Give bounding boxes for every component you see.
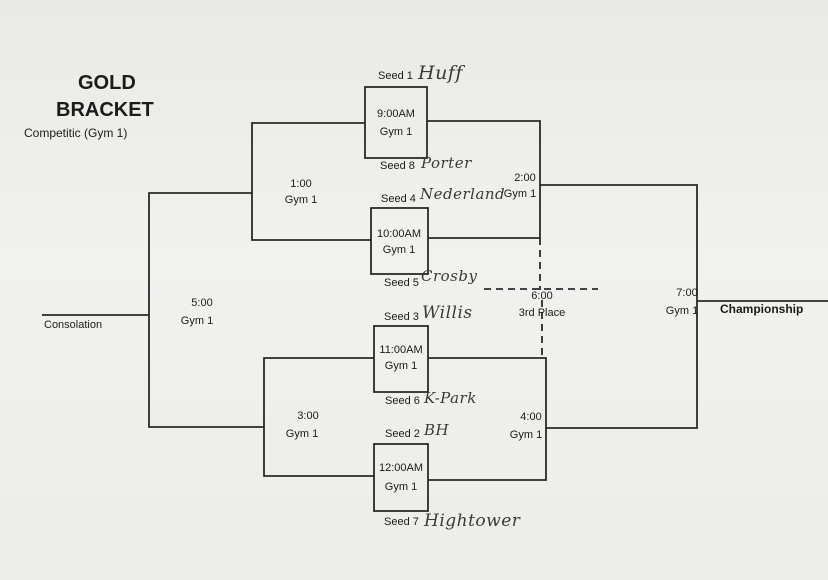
match-box-1: [364, 86, 428, 159]
game-7-time: 7:00: [676, 287, 698, 299]
seed-5-name: Crosby: [421, 267, 478, 285]
game-1-gym: Gym 1: [284, 194, 318, 206]
game-3-gym: Gym 1: [285, 428, 319, 440]
seed-4-label: Seed 4: [381, 193, 416, 205]
game-1-time: 1:00: [290, 178, 312, 190]
bracket-line-qf1: [251, 122, 371, 241]
bracket-line-r2: [428, 357, 547, 481]
game-5-time: 5:00: [191, 297, 213, 309]
seed-6-name: K-Park: [424, 389, 477, 407]
game-6-time: 6:00: [531, 290, 553, 302]
seed-7-name: Hightower: [424, 511, 521, 531]
game-5-gym: Gym 1: [180, 315, 214, 327]
seed-1-label: Seed 1: [378, 70, 413, 82]
match-box-3: [373, 325, 429, 393]
game-4-gym: Gym 1: [509, 429, 543, 441]
game-4-time: 4:00: [520, 411, 542, 423]
seed-8-label: Seed 8: [380, 160, 415, 172]
consolation-label: Consolation: [44, 319, 103, 331]
seed-1-name: Huff: [418, 62, 463, 84]
seed-3-label: Seed 3: [384, 311, 419, 323]
match-3-gym: Gym 1: [384, 360, 418, 372]
bracket-line-final: [540, 184, 698, 429]
match-3-time: 11:00AM: [379, 344, 423, 356]
championship-label: Championship: [720, 302, 804, 316]
match-2-gym: Gym 1: [382, 244, 416, 256]
bracket-title-line2: BRACKET: [56, 99, 154, 121]
bracket-line-r1: [427, 120, 541, 239]
bracket-subtitle: Competitic (Gym 1): [24, 126, 128, 140]
seed-8-name: Porter: [421, 154, 472, 172]
third-place-label: 3rd Place: [518, 307, 566, 319]
match-1-time: 9:00AM: [377, 108, 415, 120]
bracket-line-sf-left: [148, 192, 264, 428]
seed-2-name: BH: [424, 421, 450, 439]
match-4-time: 12:00AM: [378, 462, 424, 474]
match-1-gym: Gym 1: [379, 126, 413, 138]
game-7-gym: Gym 1: [665, 305, 699, 317]
seed-2-label: Seed 2: [385, 428, 420, 440]
game-2-time: 2:00: [514, 172, 536, 184]
seed-4-name: Nederland: [420, 185, 506, 203]
bracket-line-qf2: [263, 357, 374, 477]
game-2-gym: Gym 1: [503, 188, 537, 200]
match-4-gym: Gym 1: [384, 481, 418, 493]
match-2-time: 10:00AM: [376, 228, 422, 240]
seed-7-label: Seed 7: [384, 516, 419, 528]
match-box-4: [373, 443, 429, 512]
bracket-title-line1: GOLD: [78, 72, 136, 94]
seed-6-label: Seed 6: [385, 395, 420, 407]
game-3-time: 3:00: [297, 410, 319, 422]
match-box-2: [370, 207, 429, 275]
seed-3-name: Willis: [422, 303, 473, 323]
seed-5-label: Seed 5: [384, 277, 419, 289]
